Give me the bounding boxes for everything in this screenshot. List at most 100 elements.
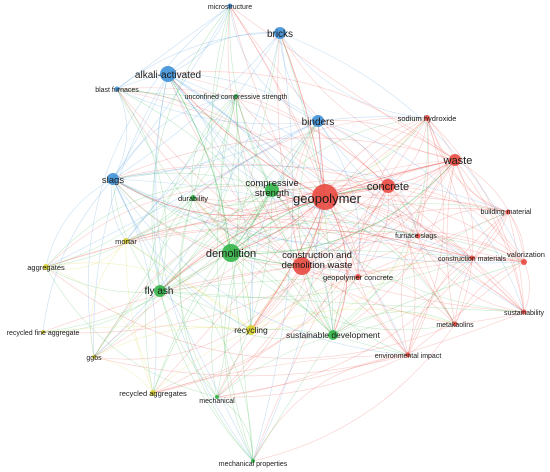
link-mortar-recycling xyxy=(125,240,252,331)
link-slags-microstructure xyxy=(112,5,231,180)
node-sustainability[interactable] xyxy=(521,309,527,315)
link-cdw-building-material xyxy=(301,208,509,267)
link-building-material-construction-materials xyxy=(471,211,509,259)
node-demolition[interactable] xyxy=(222,244,240,262)
node-microstructure[interactable] xyxy=(227,3,233,9)
node-cdw[interactable] xyxy=(293,257,311,275)
link-mortar-aggregates xyxy=(45,240,127,270)
node-waste[interactable] xyxy=(449,154,461,166)
link-metakaolins-aggregates xyxy=(45,266,456,359)
node-compressive-strength[interactable] xyxy=(265,183,279,197)
link-sodium-hydroxide-sustainable-development xyxy=(332,117,428,336)
link-waste-geopolymer-concrete xyxy=(357,159,456,278)
link-concrete-sustainable-development xyxy=(332,185,389,336)
link-concrete-demolition xyxy=(230,185,389,254)
link-bricks-binders xyxy=(279,32,319,122)
link-geopolymer-durability xyxy=(192,196,326,211)
link-compressive-strength-ggbs xyxy=(93,189,273,358)
link-concrete-durability xyxy=(192,185,389,202)
link-waste-sustainable-development xyxy=(332,159,456,336)
node-building-material[interactable] xyxy=(505,209,511,215)
node-durability[interactable] xyxy=(190,195,196,201)
link-concrete-slags xyxy=(112,163,389,187)
link-environmental-impact-ggbs xyxy=(93,354,409,377)
link-compressive-strength-mechanical-properties xyxy=(224,189,273,462)
node-geopolymer[interactable] xyxy=(312,184,338,210)
label-ucs: unconfined compressive strength xyxy=(185,94,288,101)
link-fly-ash-blast-furnaces xyxy=(116,88,167,292)
link-environmental-impact-alkali-activated xyxy=(167,73,409,356)
node-recycled-aggregates[interactable] xyxy=(150,390,156,396)
node-mortar[interactable] xyxy=(123,238,129,244)
link-geopolymer-concrete-alkali-activated xyxy=(167,73,359,278)
node-mechanical[interactable] xyxy=(215,395,219,399)
node-sodium-hydroxide[interactable] xyxy=(424,115,430,121)
node-ggbs[interactable] xyxy=(92,355,96,359)
link-bricks-mortar xyxy=(125,32,281,242)
node-recycling[interactable] xyxy=(246,325,256,335)
link-compressive-strength-sustainable-development xyxy=(271,189,334,336)
node-recycled-fine-aggregate[interactable] xyxy=(41,330,45,334)
link-building-material-geopolymer-concrete xyxy=(357,211,509,278)
node-mechanical-properties[interactable] xyxy=(251,459,255,463)
link-geopolymer-sustainability xyxy=(324,196,525,313)
node-sustainable-development[interactable] xyxy=(328,330,338,340)
link-compressive-strength-durability xyxy=(192,189,273,206)
node-bricks[interactable] xyxy=(274,27,286,39)
link-waste-furnace-slags xyxy=(417,159,456,237)
link-geopolymer-concrete-microstructure xyxy=(229,5,359,278)
node-construction-materials[interactable] xyxy=(469,255,475,261)
link-fly-ash-mechanical-properties xyxy=(159,290,254,462)
node-binders[interactable] xyxy=(312,115,324,127)
link-concrete-environmental-impact xyxy=(387,185,416,356)
node-alkali-activated[interactable] xyxy=(160,66,176,82)
link-valorization-sustainability xyxy=(523,261,530,313)
link-sodium-hydroxide-compressive-strength xyxy=(271,117,428,191)
link-ucs-slags xyxy=(112,95,237,180)
link-geopolymer-microstructure xyxy=(229,5,326,198)
link-binders-blast-furnaces xyxy=(116,88,319,125)
node-aggregates[interactable] xyxy=(43,264,49,270)
link-alkali-activated-slags xyxy=(112,73,169,180)
label-recycled-aggregates: recycled aggregates xyxy=(119,389,187,398)
link-waste-valorization xyxy=(454,159,525,263)
link-fly-ash-alkali-activated xyxy=(153,73,169,292)
node-geopolymer-concrete[interactable] xyxy=(355,274,361,280)
link-fly-ash-ggbs xyxy=(93,290,161,358)
link-concrete-mechanical-properties xyxy=(252,185,389,462)
node-furnace-slags[interactable] xyxy=(415,233,421,239)
node-valorization[interactable] xyxy=(521,259,527,265)
link-cdw-construction-materials xyxy=(301,257,473,272)
link-aggregates-recycling xyxy=(45,262,252,331)
link-sodium-hydroxide-bricks xyxy=(279,32,428,119)
link-geopolymer-metakaolins xyxy=(324,196,456,325)
link-durability-microstructure xyxy=(192,5,231,199)
node-blast-furnaces[interactable] xyxy=(114,86,120,92)
link-concrete-valorization xyxy=(387,185,525,263)
node-concrete[interactable] xyxy=(381,179,395,193)
label-ggbs: ggbs xyxy=(86,355,102,362)
link-demolition-mechanical xyxy=(211,252,232,398)
label-blast-furnaces: blast furnaces xyxy=(95,87,139,94)
link-metakaolins-sustainable-development xyxy=(332,311,456,336)
node-ucs[interactable] xyxy=(234,94,238,98)
link-geopolymer-concrete-sustainable-development xyxy=(332,276,359,336)
link-valorization-durability xyxy=(192,197,525,263)
link-alkali-activated-binders xyxy=(167,73,319,122)
link-slags-recycling xyxy=(112,178,252,331)
link-building-material-slags xyxy=(112,165,509,213)
link-waste-fly-ash xyxy=(159,159,456,292)
link-geopolymer-alkali-activated xyxy=(167,73,326,198)
link-sodium-hydroxide-mechanical xyxy=(216,117,428,398)
node-fly-ash[interactable] xyxy=(154,285,166,297)
link-sodium-hydroxide-demolition xyxy=(230,117,428,254)
node-environmental-impact[interactable] xyxy=(405,352,411,358)
node-metakaolins[interactable] xyxy=(452,321,458,327)
link-geopolymer-sodium-hydroxide xyxy=(324,117,428,198)
link-binders-mortar xyxy=(125,120,319,242)
link-durability-mechanical xyxy=(179,197,218,398)
link-concrete-sodium-hydroxide xyxy=(387,117,428,187)
link-bricks-slags xyxy=(112,32,281,180)
node-slags[interactable] xyxy=(107,173,119,185)
